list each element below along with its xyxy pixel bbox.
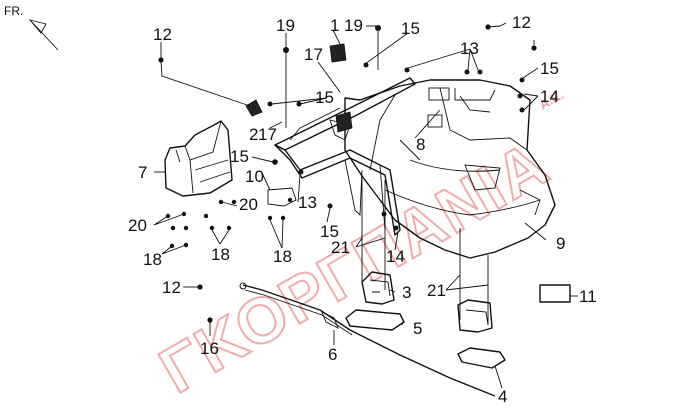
callout-label: 13 xyxy=(460,39,479,58)
callout-label: 3 xyxy=(402,283,411,302)
callout-label: 15 xyxy=(320,222,339,241)
callout-label: 9 xyxy=(556,234,565,253)
callout-label: 12 xyxy=(162,278,181,297)
long-bolts xyxy=(285,30,489,325)
callout-label: 15 xyxy=(230,147,249,166)
callout-label: 11 xyxy=(579,287,597,306)
label-part xyxy=(539,284,571,303)
callout-label: 20 xyxy=(128,216,147,235)
callout-labels: 1 2 3 4 5 6 7 8 9 10 11 12 12 12 13 13 1… xyxy=(128,13,597,406)
callout-label: 16 xyxy=(200,339,219,358)
callout-label: 10 xyxy=(245,167,264,186)
callout-label: 7 xyxy=(138,163,147,182)
leader-lines xyxy=(153,22,578,389)
watermark: ΓΚΟΡΓΠΑΝΙΑ xyxy=(147,126,562,408)
callout-label: 12 xyxy=(512,13,531,32)
callout-label: 2 xyxy=(249,125,258,144)
callout-label: 14 xyxy=(386,247,405,266)
callout-label: 20 xyxy=(239,195,258,214)
watermark-text: ΓΚΟΡΓΠΑΝΙΑ xyxy=(148,127,561,407)
callout-label: 15 xyxy=(401,19,420,38)
callout-label: 15 xyxy=(540,59,559,78)
latch-assemblies xyxy=(361,271,493,333)
bracket-part xyxy=(245,43,353,133)
front-arrow-icon: FR. xyxy=(4,4,59,51)
release-cable-part xyxy=(239,282,496,397)
callout-label: 14 xyxy=(540,87,559,106)
plate-part xyxy=(267,187,297,207)
callout-label: 18 xyxy=(273,247,292,266)
callout-label: 18 xyxy=(211,245,230,264)
latch-brackets xyxy=(345,309,506,369)
orientation-label: FR. xyxy=(4,4,23,18)
fasteners xyxy=(158,24,537,323)
callout-label: 12 xyxy=(153,25,172,44)
callout-label: 19 xyxy=(276,16,295,35)
callout-label: 8 xyxy=(416,135,425,154)
callout-label: 6 xyxy=(328,345,337,364)
callout-label: 13 xyxy=(298,193,317,212)
callout-label: 15 xyxy=(315,88,334,107)
callout-label: 17 xyxy=(304,45,323,64)
callout-label: 19 xyxy=(344,16,363,35)
callout-label: 5 xyxy=(413,319,422,338)
callout-label: 21 xyxy=(427,281,446,300)
callout-label: 1 xyxy=(330,16,339,35)
callout-label: 21 xyxy=(331,238,350,257)
callout-label: 4 xyxy=(498,387,507,406)
callout-label: 17 xyxy=(258,125,277,144)
callout-label: 18 xyxy=(143,250,162,269)
side-cover-part xyxy=(164,120,233,197)
